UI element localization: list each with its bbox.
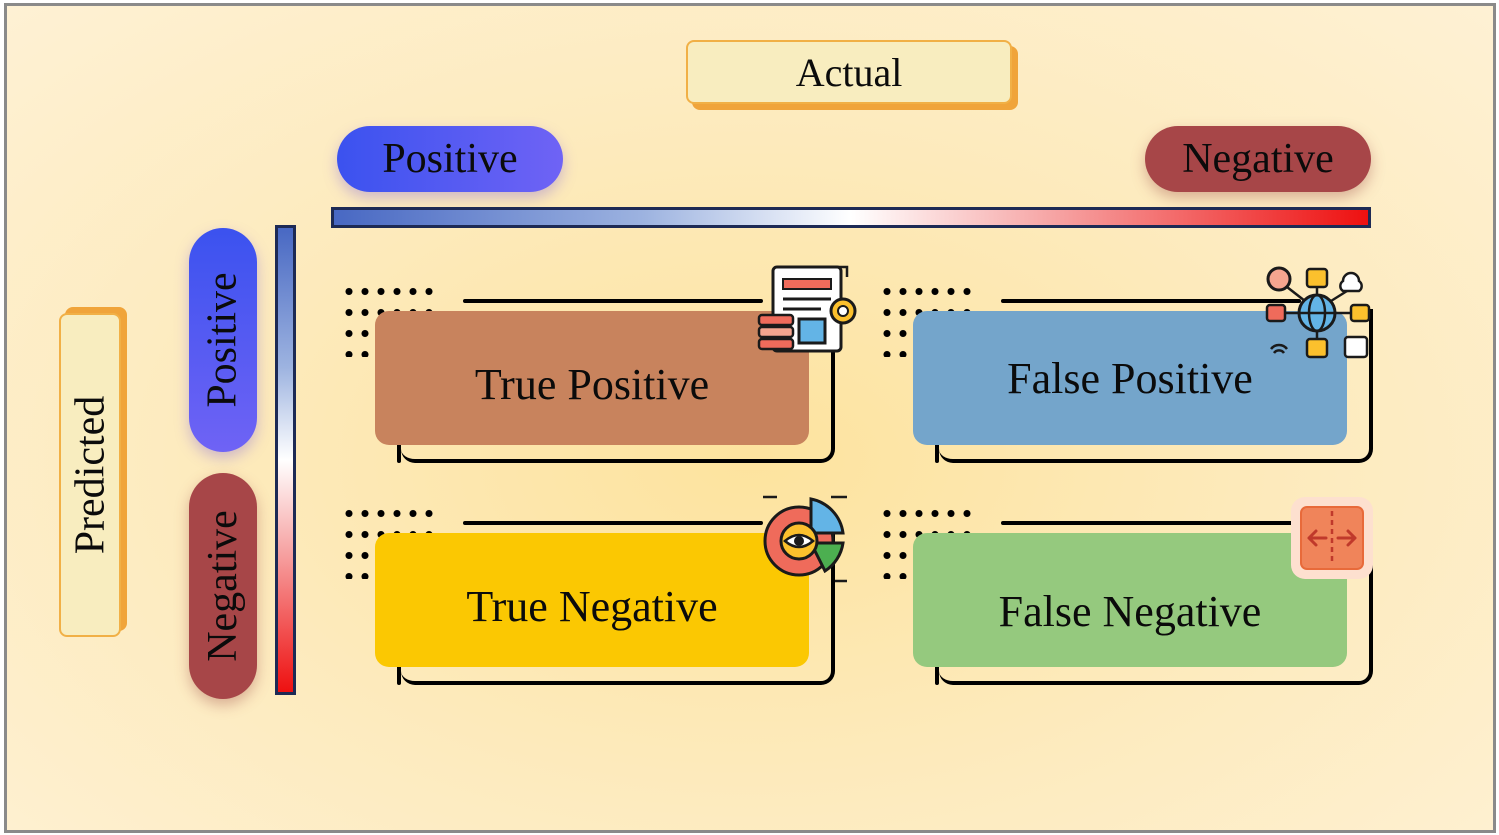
actual-header: Actual [686,40,1012,104]
true-positive-label: True Positive [474,359,710,409]
false-negative-label: False Negative [998,586,1262,636]
predicted-positive-label: Positive [200,272,247,408]
predicted-gradient-bar [275,225,296,695]
accent-line [463,299,763,303]
actual-negative-pill: Negative [1145,126,1371,192]
network-globe-icon [1265,266,1371,359]
cell-false-positive: False Positive [879,266,1379,491]
card-outline [397,309,835,463]
accent-line [1001,521,1301,525]
false-negative-card: False Negative [913,533,1347,667]
predicted-negative-label: Negative [200,510,246,662]
cell-true-negative: True Negative [341,495,847,713]
cell-false-negative: False Negative [879,497,1379,713]
true-negative-label: True Negative [466,581,718,631]
card-outline [935,309,1373,463]
card-outline [397,531,835,685]
split-arrows-icon [1291,497,1373,579]
predicted-positive-pill: Positive [189,228,257,452]
actual-negative-label: Negative [1182,136,1334,182]
false-positive-label: False Positive [1007,353,1253,403]
actual-positive-label: Positive [382,136,518,182]
accent-line [463,521,763,525]
false-positive-card: False Positive [913,311,1347,445]
eye-chart-icon [763,495,847,583]
diagram-canvas: Actual Positive Negative Positive Negati… [4,3,1496,833]
predicted-label: Predicted [67,395,114,555]
predicted-negative-pill: Negative [189,473,257,699]
actual-positive-pill: Positive [337,126,563,192]
predicted-header: Predicted [59,313,121,637]
actual-gradient-bar [331,207,1371,228]
true-positive-card: True Positive [375,311,809,445]
document-gear-icon [757,265,857,353]
true-negative-card: True Negative [375,533,809,667]
accent-line [1001,299,1301,303]
card-outline [935,531,1373,685]
cell-true-positive: True Positive [341,265,857,491]
actual-label: Actual [795,49,903,95]
